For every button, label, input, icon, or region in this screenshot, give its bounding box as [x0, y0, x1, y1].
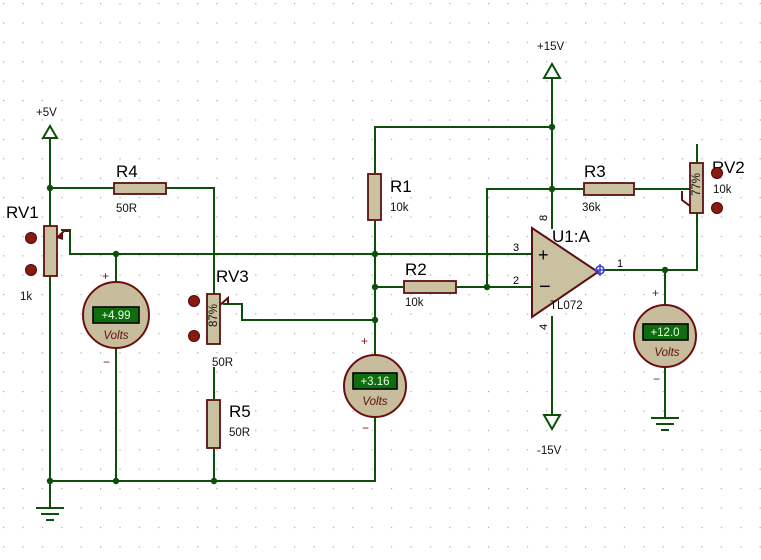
- voltmeter-reference[interactable]: +3.16 Volts + −: [343, 334, 407, 435]
- r2-value-label: 10k: [405, 297, 424, 309]
- potentiometer-rv3[interactable]: 87% RV3 50R: [188, 267, 249, 369]
- r1-ref-label: R1: [390, 177, 412, 196]
- voltmeter-input-unit: Volts: [103, 330, 128, 342]
- r3-value-label: 36k: [582, 202, 601, 214]
- voltmeter-output-plus: +: [652, 286, 659, 300]
- u1-part-label: TL072: [550, 300, 583, 312]
- voltmeter-input-plus: +: [102, 269, 109, 283]
- power-15v-label: +15V: [537, 41, 565, 53]
- r3-ref-label: R3: [584, 162, 606, 181]
- output-probe-icon[interactable]: [594, 264, 606, 276]
- rv3-increase-button[interactable]: [188, 295, 200, 307]
- voltmeter-reference-plus: +: [361, 334, 368, 348]
- rv3-setting-label: 87%: [208, 304, 220, 327]
- voltmeter-reference-unit: Volts: [362, 396, 387, 408]
- u1-pin2-label: 2: [513, 275, 519, 287]
- potentiometer-rv2[interactable]: 77% RV2 10k: [681, 144, 745, 214]
- rv2-increase-button[interactable]: [711, 167, 723, 179]
- voltmeter-input-minus: −: [103, 355, 110, 369]
- power-5v-label: +5V: [36, 107, 57, 119]
- rv1-value-label: 1k: [20, 291, 32, 303]
- power-5v-terminal[interactable]: +5V: [36, 107, 59, 139]
- r4-ref-label: R4: [116, 162, 138, 181]
- u1-pin4-label: 4: [538, 324, 550, 330]
- u1-pin1-label: 1: [617, 258, 623, 270]
- junctions: [46, 123, 669, 485]
- u1-pin3-label: 3: [513, 242, 519, 254]
- rv2-setting-label: 77%: [691, 173, 703, 196]
- rv3-decrease-button[interactable]: [188, 330, 200, 342]
- voltmeter-output[interactable]: +12.0 Volts + −: [633, 286, 697, 386]
- rv3-ref-label: RV3: [216, 267, 249, 286]
- rv1-ref-label: RV1: [6, 203, 39, 222]
- voltmeter-output-reading: +12.0: [650, 327, 679, 339]
- voltmeter-reference-reading: +3.16: [360, 376, 389, 388]
- r5-ref-label: R5: [229, 402, 251, 421]
- resistor-r1[interactable]: R1 10k: [367, 173, 412, 221]
- r5-value-label: 50R: [229, 427, 250, 439]
- r4-value-label: 50R: [116, 203, 137, 215]
- rv1-increase-button[interactable]: [25, 232, 37, 244]
- voltmeter-reference-minus: −: [362, 421, 369, 435]
- rv3-value-label: 50R: [212, 357, 233, 369]
- rv2-decrease-button[interactable]: [711, 202, 723, 214]
- u1-pin8-label: 8: [538, 215, 550, 221]
- opamp-u1a[interactable]: + − U1:A TL072 3 2 1 8 4: [513, 215, 623, 330]
- voltmeter-output-unit: Volts: [654, 347, 679, 359]
- power-15v-terminal[interactable]: +15V: [537, 41, 565, 79]
- opamp-plus-sign: +: [538, 245, 549, 265]
- u1-ref-label: U1:A: [552, 227, 590, 246]
- r1-value-label: 10k: [390, 202, 409, 214]
- r2-ref-label: R2: [405, 260, 427, 279]
- resistor-r5[interactable]: R5 50R: [206, 399, 251, 449]
- power-neg15v-terminal[interactable]: -15V: [537, 414, 562, 457]
- ground-right[interactable]: [651, 417, 679, 431]
- rv1-decrease-button[interactable]: [25, 264, 37, 276]
- resistor-r2[interactable]: R2 10k: [403, 260, 457, 309]
- voltmeter-output-minus: −: [653, 372, 660, 386]
- ground-left[interactable]: [36, 507, 64, 521]
- opamp-minus-sign: −: [539, 276, 551, 298]
- resistor-r4[interactable]: R4 50R: [113, 162, 167, 215]
- power-neg15v-label: -15V: [537, 445, 562, 457]
- voltmeter-input[interactable]: +4.99 Volts + −: [82, 269, 150, 369]
- potentiometer-rv1[interactable]: RV1 1k: [6, 203, 70, 303]
- rv2-value-label: 10k: [713, 184, 732, 196]
- voltmeter-input-reading: +4.99: [101, 310, 130, 322]
- resistor-r3[interactable]: R3 36k: [582, 162, 635, 214]
